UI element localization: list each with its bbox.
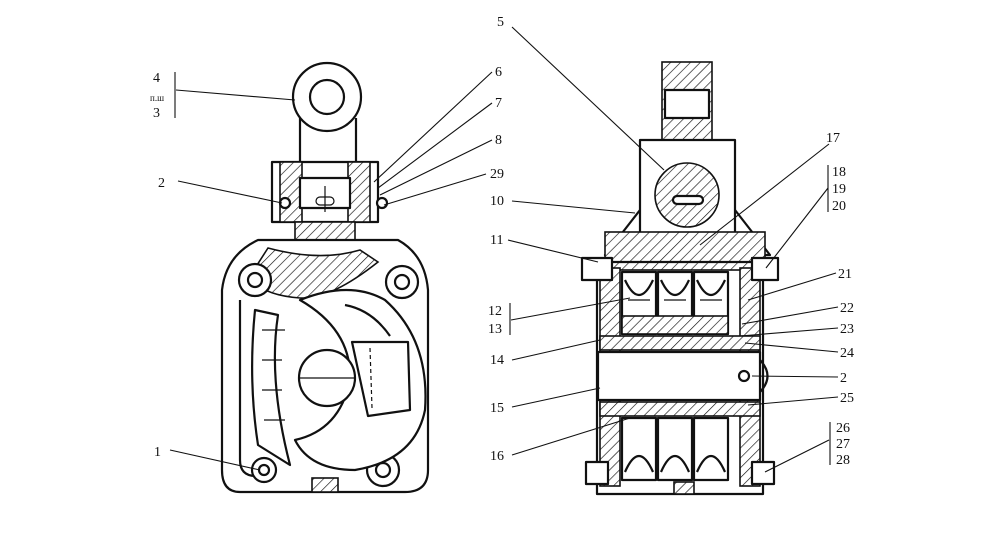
section-view	[580, 61, 780, 496]
leader-lines	[169, 26, 839, 473]
label-22: 22	[840, 301, 854, 316]
label-8: 8	[495, 133, 502, 148]
label-3: 3	[153, 106, 160, 121]
label-24: 24	[840, 346, 854, 361]
label-21: 21	[838, 267, 852, 282]
label-4: 4	[153, 71, 160, 86]
label-29: 29	[490, 167, 504, 182]
label-7: 7	[495, 96, 502, 111]
bottom-lug	[311, 477, 339, 493]
label-19: 19	[832, 182, 846, 197]
label-2-left: 2	[158, 176, 165, 191]
label-2-right: 2	[840, 371, 847, 386]
label-16: 16	[490, 449, 504, 464]
axle	[596, 350, 762, 402]
sheave-pack	[580, 256, 780, 496]
lifting-eye	[291, 61, 363, 167]
label-25: 25	[840, 391, 854, 406]
label-1: 1	[154, 445, 161, 460]
label-13: 13	[488, 322, 502, 337]
label-26: 26	[836, 421, 850, 436]
side-view	[220, 61, 430, 494]
label-17: 17	[826, 131, 840, 146]
part-labels: 4 п.ш 3 2 1 6 7 8 29 5 17 18 19 20 10 11…	[150, 15, 854, 468]
traverse-section	[603, 61, 772, 271]
label-15: 15	[490, 401, 504, 416]
pin-housing	[270, 160, 389, 247]
upper-sheaves	[620, 270, 730, 336]
label-12: 12	[488, 304, 502, 319]
label-10: 10	[490, 194, 504, 209]
side-cheek	[293, 288, 427, 472]
label-14: 14	[490, 353, 504, 368]
label-27: 27	[836, 437, 850, 452]
label-28: 28	[836, 453, 850, 468]
label-6: 6	[495, 65, 502, 80]
label-note: п.ш	[150, 93, 164, 103]
label-11: 11	[490, 233, 503, 248]
lower-sheaves	[620, 416, 730, 482]
label-5: 5	[497, 15, 504, 30]
label-23: 23	[840, 322, 854, 337]
label-20: 20	[832, 199, 846, 214]
label-18: 18	[832, 165, 846, 180]
